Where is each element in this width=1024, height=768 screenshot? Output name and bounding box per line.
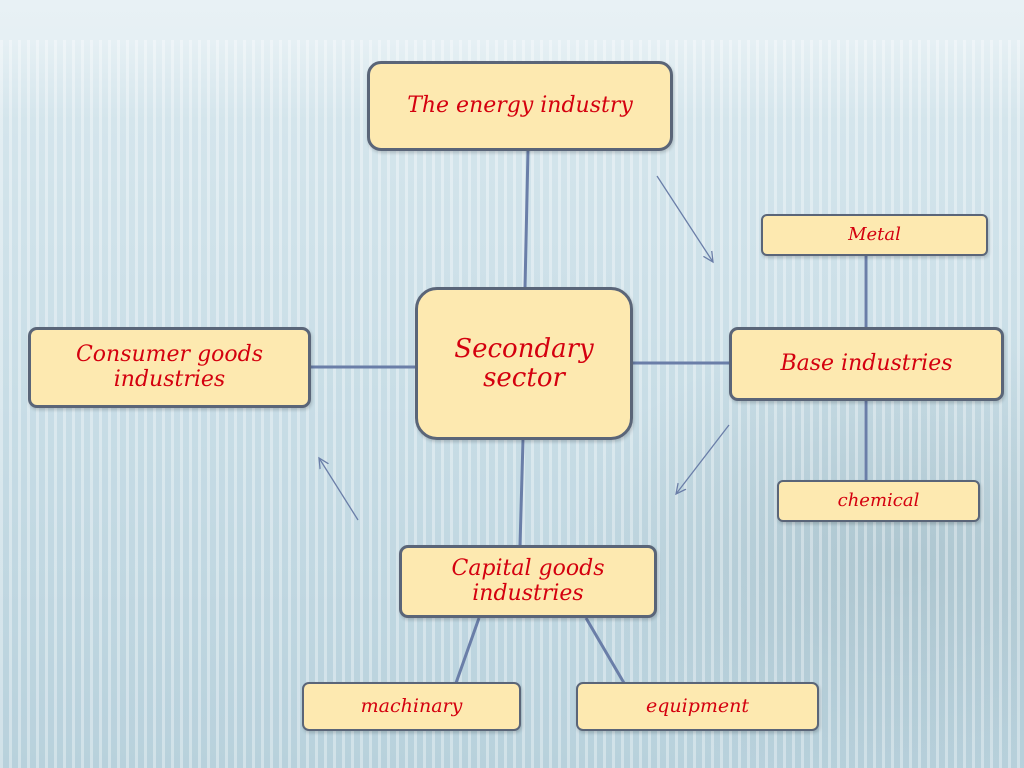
chemical-label: chemical [837,490,920,512]
energy-industry-box: The energy industry [367,61,673,151]
connector-capital-machinary [454,617,481,684]
connector-energy-center [523,149,530,289]
energy-industry-label: The energy industry [407,92,633,118]
arrow-base-to-capital [676,424,730,494]
consumer-goods-box: Consumer goods industries [28,327,311,408]
secondary-sector-box: Secondary sector [415,287,633,440]
equipment-label: equipment [645,695,749,718]
chemical-box: chemical [777,480,980,522]
secondary-sector-label: Secondary sector [454,333,594,393]
machinary-label: machinary [360,695,463,718]
equipment-box: equipment [576,682,819,731]
metal-label: Metal [848,224,901,246]
base-industries-box: Base industries [729,327,1004,401]
arrow-energy-to-base [656,175,713,262]
consumer-goods-label: Consumer goods industries [75,342,264,392]
arrow-capital-to-consumer [319,458,359,521]
capital-goods-label: Capital goods industries [451,556,605,606]
connector-capital-equipment [584,617,626,684]
machinary-box: machinary [302,682,521,731]
metal-box: Metal [761,214,988,256]
connector-center-capital [518,439,525,547]
base-industries-label: Base industries [780,350,953,376]
capital-goods-box: Capital goods industries [399,545,657,618]
